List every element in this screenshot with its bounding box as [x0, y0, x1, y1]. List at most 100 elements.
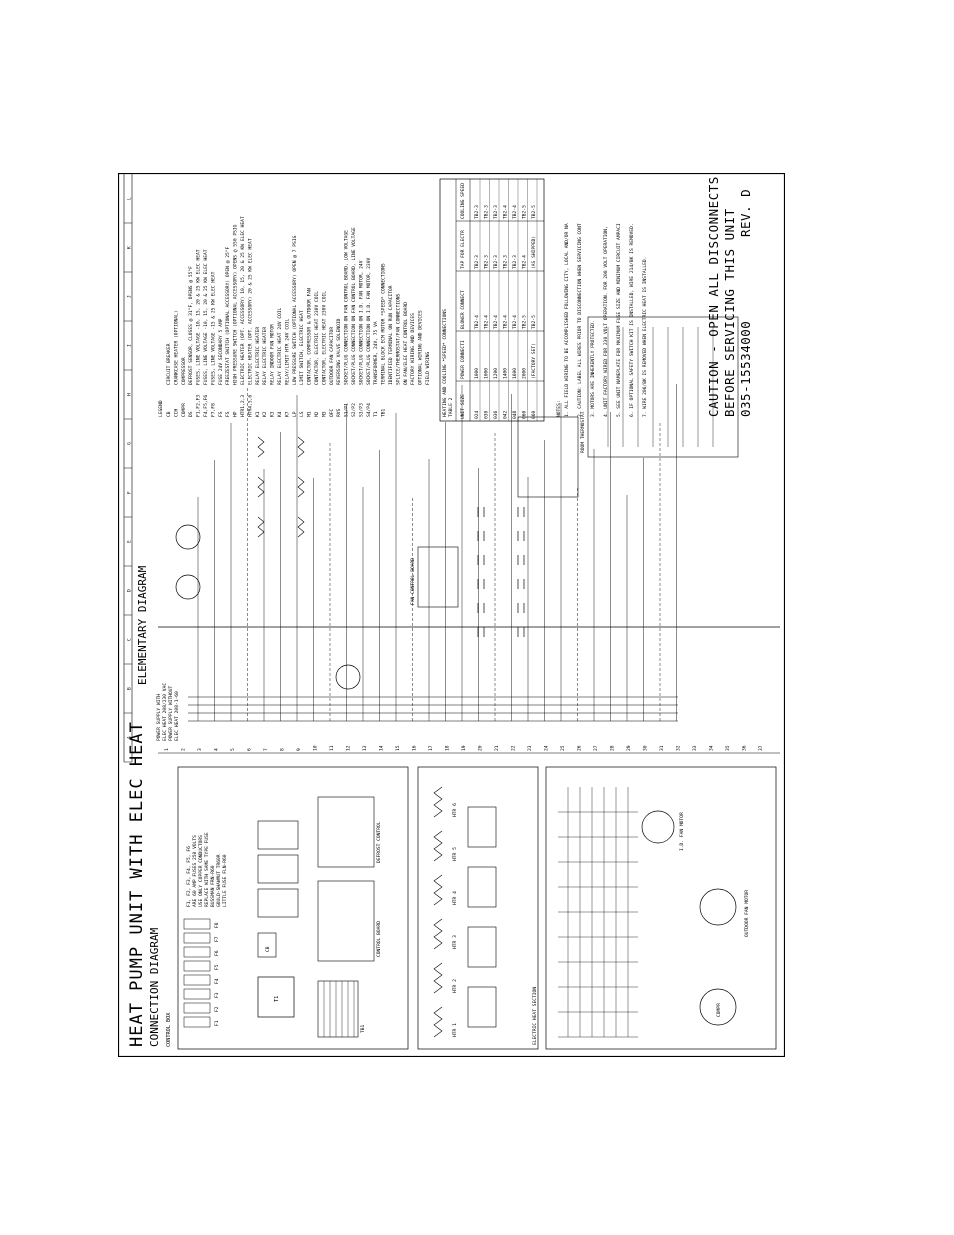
table-cell: 1000	[474, 368, 480, 379]
line-number: 14	[379, 745, 385, 751]
legend-desc: ELECTRIC HEATER (OPT. ACCESSORY) 20 & 25…	[247, 238, 253, 385]
od-fan-elementary	[175, 524, 201, 550]
line-number: 29	[626, 745, 632, 751]
legend-desc: FACTORY WIRING AND DEVICES	[410, 313, 416, 385]
line-number: 27	[593, 745, 599, 751]
legend-desc: CONTACTOR, ELECTRIC HEAT 230V COIL	[321, 291, 327, 385]
table-title: HEATING AND COOLING *SPEED* CONNECTIONS	[442, 309, 448, 417]
line-number: 17	[428, 745, 434, 751]
legend-desc: TRANSFORMER, 24V, 75 VA	[373, 321, 379, 385]
legend-code: S1/P1	[344, 403, 350, 417]
legend-desc: FREEZESTAT SWITCH (OPTIONAL ACCESSORY) O…	[225, 246, 231, 385]
heater-element	[433, 874, 443, 906]
line-number: 18	[445, 745, 451, 751]
heat-contactor	[467, 926, 497, 968]
table-cell: TB2-3	[474, 255, 480, 269]
speed-table	[439, 178, 545, 422]
heater-elementary	[297, 436, 305, 458]
legend-desc: OUTDOOR FAN CAPACITOR	[329, 327, 335, 385]
contactor-block	[257, 854, 299, 884]
legend-code: F7,F8	[210, 403, 216, 417]
table-cell: TB2-4	[512, 205, 518, 219]
line-number: 22	[511, 745, 517, 751]
legend-desc: SOCKET/PLUG CONNECTION ON I.D. FAN MOTOR…	[366, 258, 372, 385]
heat-contactor	[467, 986, 497, 1028]
legend-desc: SOCKET/PLUG CONNECTION ON FAN CONTROL BO…	[351, 227, 357, 385]
table-cell: TB2-4	[522, 255, 528, 269]
legend-code: HP	[233, 411, 239, 417]
heater-elementary	[257, 516, 265, 538]
line-number: 24	[544, 745, 550, 751]
fuse-note: USE ONLY COPPER CONDUCTORS	[198, 835, 204, 907]
table-cell: TB2-3	[474, 205, 480, 219]
legend-desc: FUSE 24V SECONDARY 5 AMP	[218, 318, 224, 385]
legend-code: M1	[307, 411, 313, 417]
legend-desc: CRANKCASE HEATER (OPTIONAL)	[173, 310, 179, 385]
sheet-border	[118, 173, 785, 1057]
legend-code: S4/P4	[366, 403, 372, 417]
caution-line-2: BEFORE SERVICING THIS UNIT	[722, 208, 737, 417]
legend-desc: COMPRESSOR	[181, 357, 187, 385]
line-number: 16	[412, 745, 418, 751]
compressor-symbol	[699, 988, 737, 1026]
line-number: 3	[197, 748, 203, 751]
legend-code: M3	[321, 411, 327, 417]
line-number: 30	[643, 745, 649, 751]
column-letter: L	[127, 197, 133, 200]
line-number: 12	[346, 745, 352, 751]
note-item: 3. MOTORS ARE INHERENTLY PROTECTED.	[590, 320, 596, 417]
fuse-label: F5	[214, 964, 220, 970]
notes-heading: NOTES:	[556, 400, 562, 417]
fuse-label: F6	[214, 950, 220, 956]
fuse-block	[183, 932, 211, 944]
legend-desc: ON FAN/ELEC HEAT CONTROL BOARD	[403, 302, 409, 385]
electric-heat-section-outline	[417, 766, 539, 1050]
legend-desc: CIRCUIT BREAKER	[166, 343, 172, 385]
heat-contactor	[467, 806, 497, 848]
table-cell: 060	[531, 410, 537, 419]
line-number: 15	[395, 745, 401, 751]
legend-code: T1	[373, 411, 379, 417]
connection-diagram-title: CONNECTION DIAGRAM	[148, 927, 161, 1047]
line-number: 32	[676, 745, 682, 751]
contactor-block	[257, 820, 299, 850]
legend-code: S3/P3	[358, 403, 364, 417]
note-item: 4. UNIT FACTORY WIRED FOR 230 VOLT OPERA…	[603, 226, 609, 417]
heater-elementary	[297, 476, 305, 498]
terminal-block-tb1	[317, 980, 359, 1038]
legend-desc: IDENTIFIED TERMINAL ON RUN CAPACITOR	[388, 285, 394, 385]
circuit-breaker	[257, 932, 277, 958]
legend-code: F1,F2,F3	[196, 395, 202, 417]
main-title: HEAT PUMP UNIT WITH ELEC HEAT	[127, 721, 147, 1047]
legend-code: CCH	[173, 408, 179, 417]
table-cell: TB2-3	[503, 255, 509, 269]
legend-code: S2/P2	[351, 403, 357, 417]
fuse-label: F1	[214, 1020, 220, 1026]
power-supply-label: ELEC HEAT 208-1-60	[174, 691, 180, 741]
legend-desc: SPLICE/THERMOSTAT/FAN CONNECTIONS	[395, 293, 401, 385]
line-number: 23	[527, 745, 533, 751]
table-header: POWER CONNECTI	[460, 340, 466, 379]
legend-code: K4	[277, 411, 283, 417]
table-cell: TB2-3	[512, 255, 518, 269]
legend-desc: FUSES, LINE VOLTAGE -10, 15, 20 & 25 KW …	[196, 249, 202, 385]
heater-element	[433, 1006, 443, 1038]
line-number: 34	[709, 745, 715, 751]
fuse-note: LITTLE FUSE FLN-R60	[222, 854, 228, 907]
fuse-label: F2	[214, 1006, 220, 1012]
heater-label: HTR 5	[452, 847, 458, 861]
control-box-outline	[177, 766, 409, 1050]
legend-code: CB	[166, 411, 172, 417]
note-item: 7. WIRE 206/BK IS REMOVED WHEN ELECTRIC …	[642, 257, 648, 417]
legend-desc: RELAY/LIMIT HTR 24V COIL	[284, 318, 290, 385]
legend-desc: HIGH PRESSURE SWITCH (OPTIONAL ACCESSORY…	[233, 224, 239, 385]
fuse-block	[183, 960, 211, 972]
legend-code: TB1	[381, 408, 387, 417]
line-number: 9	[296, 748, 302, 751]
fan-control-board-box	[417, 546, 459, 608]
line-number: 4	[214, 748, 220, 751]
column-letter: K	[127, 246, 133, 249]
line-number: 25	[560, 745, 566, 751]
table-cell: 048	[512, 410, 518, 419]
legend-desc: RELAY ELECTRIC HEATER	[255, 327, 261, 385]
